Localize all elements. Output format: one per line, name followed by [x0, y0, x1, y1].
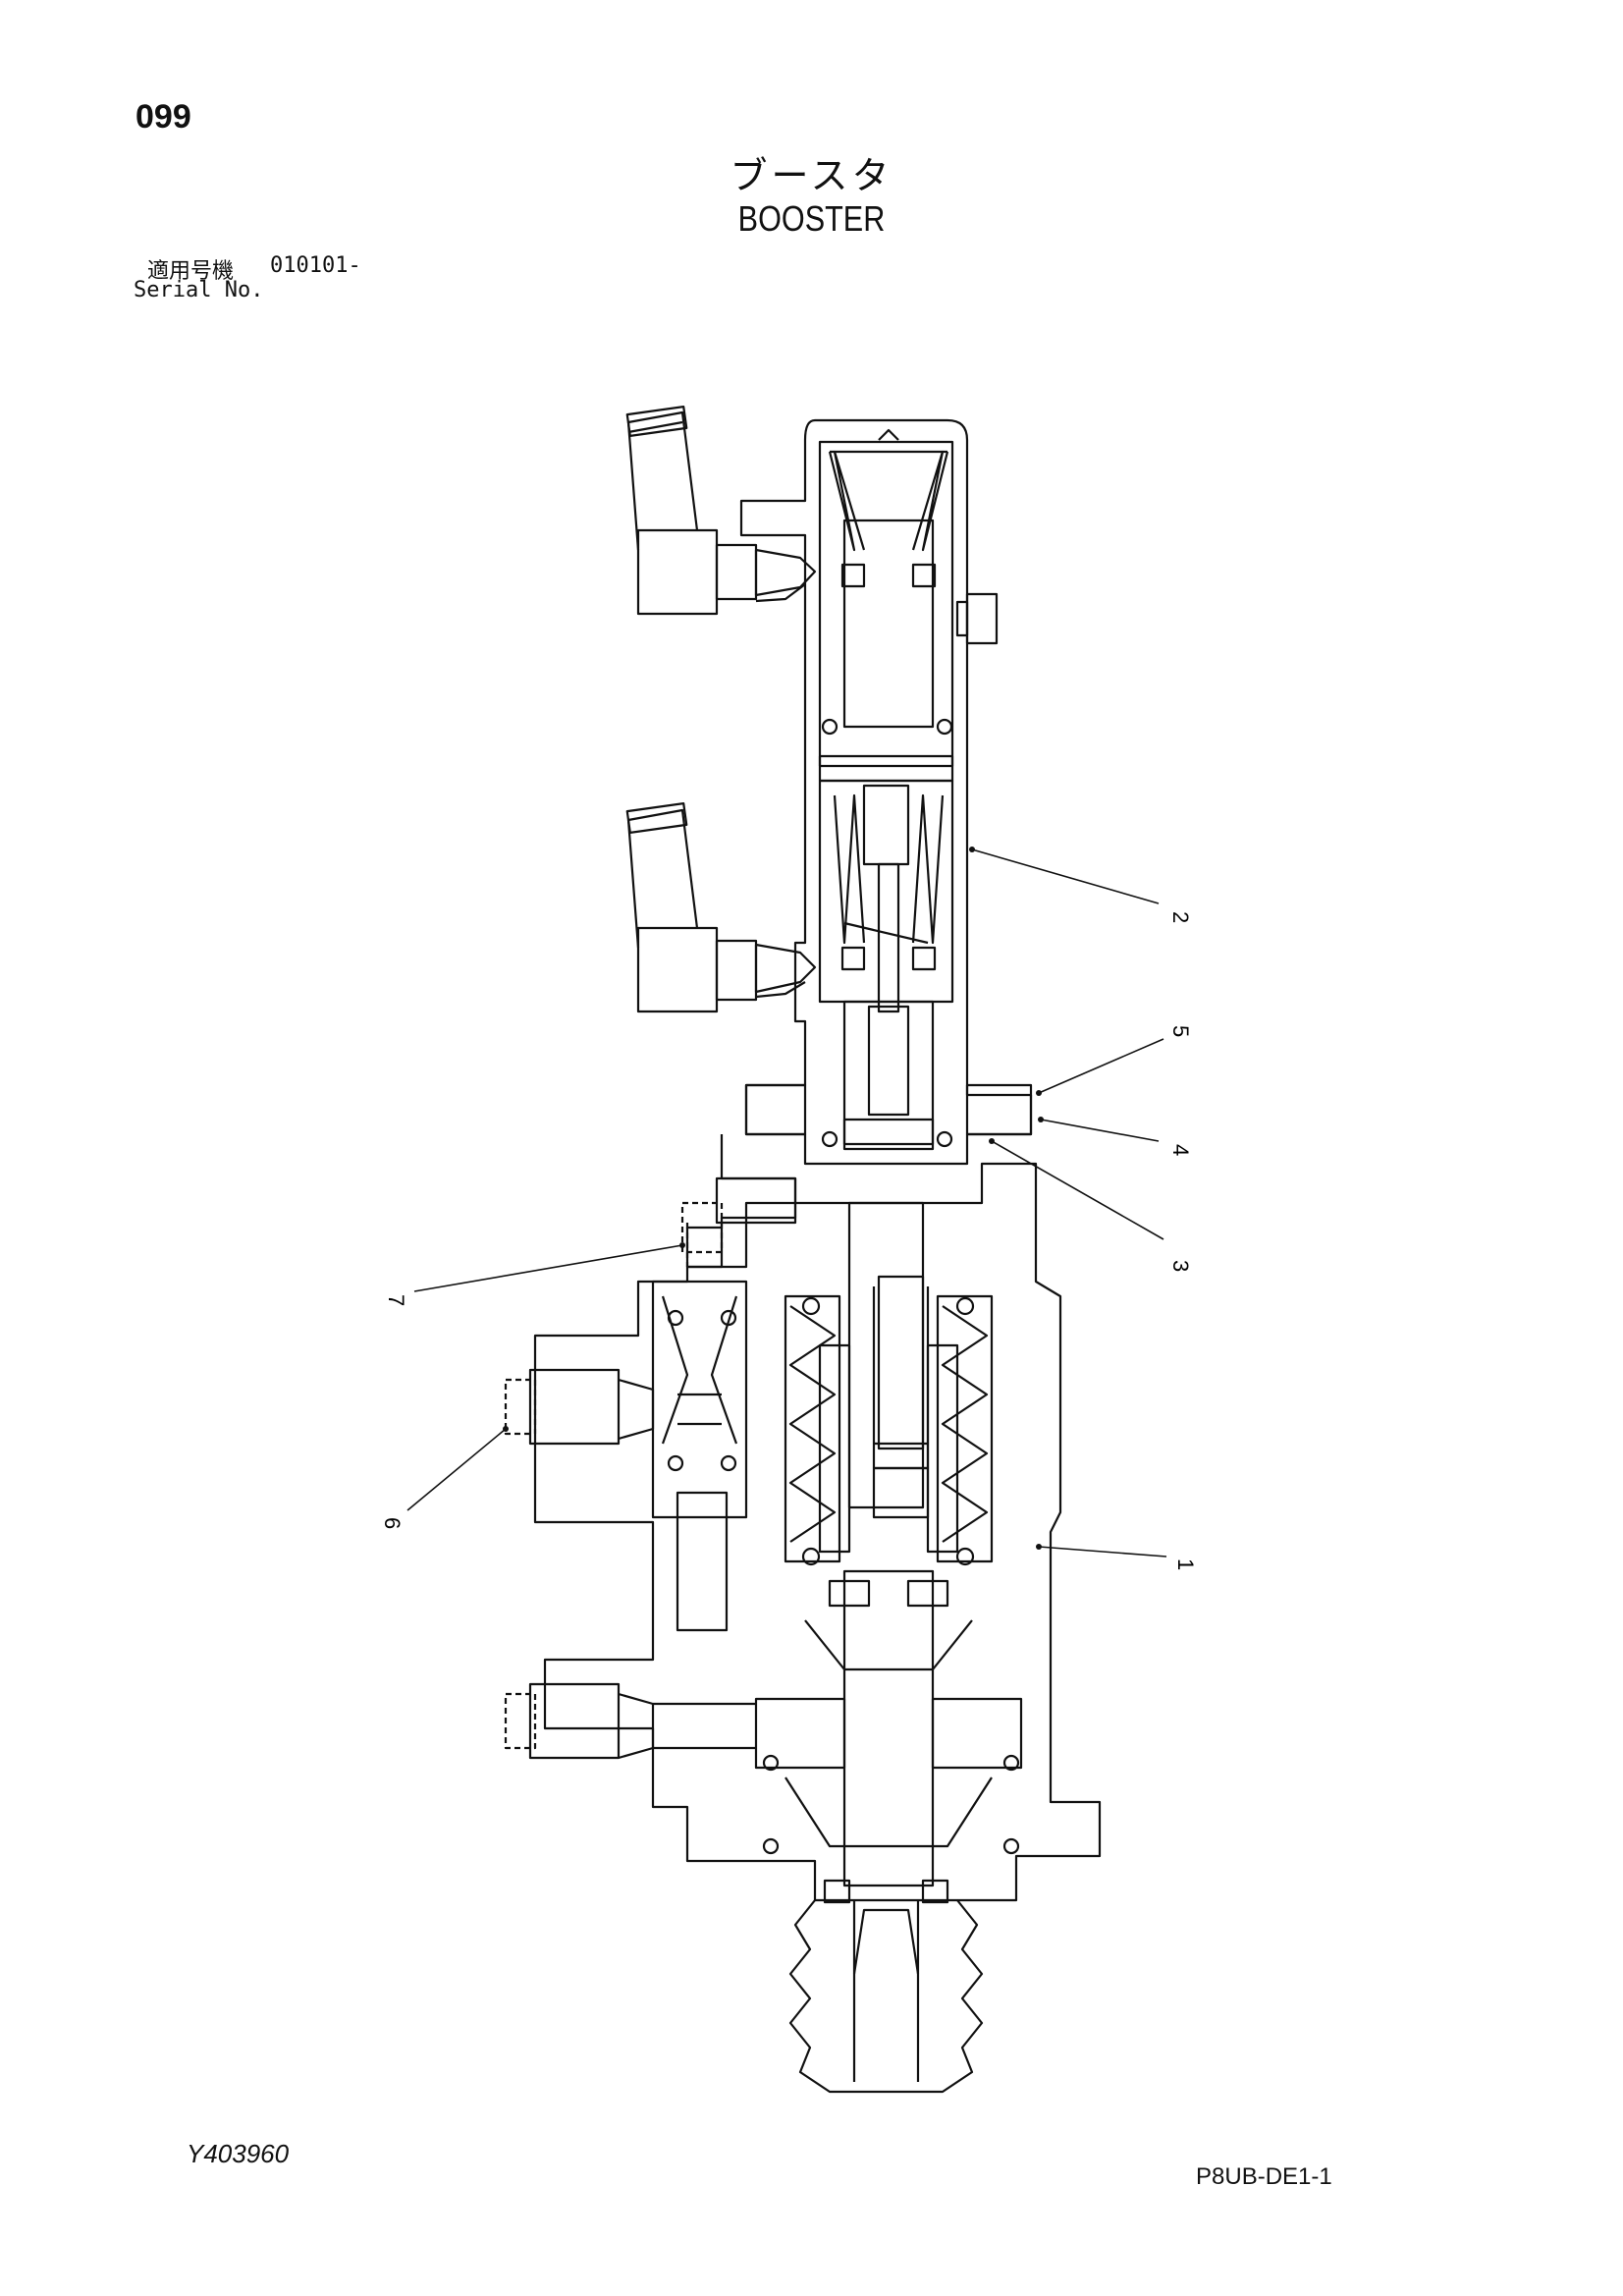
middle-spring	[833, 793, 945, 945]
leader-line-6	[406, 1428, 507, 1511]
flange-bolt-right	[965, 1083, 1033, 1136]
upper-housing-outline	[739, 418, 1033, 1166]
lower-valve-seat	[804, 1619, 973, 1671]
callout-3: 3	[1168, 1260, 1193, 1272]
serial-label-english: Serial No.	[134, 278, 264, 302]
title-english: BOOSTER	[737, 198, 886, 239]
port-fitting-6	[528, 1368, 621, 1446]
leader-line-3	[991, 1140, 1164, 1240]
plunger	[842, 1569, 935, 1887]
lower-port-nut	[636, 926, 719, 1013]
lower-housing-outline	[533, 1162, 1102, 1902]
left-valve-cage	[651, 1280, 748, 1519]
leader-line-7	[413, 1244, 683, 1292]
upper-port-nut	[636, 528, 719, 616]
serial-range: 010101-	[270, 253, 361, 278]
lower-left-port-fitting	[528, 1682, 621, 1760]
flange-bolt-left	[744, 1083, 807, 1136]
leader-line-2	[971, 848, 1160, 904]
serial-label-japanese: 適用号機	[147, 259, 235, 284]
middle-piston	[842, 1000, 935, 1151]
upper-piston	[842, 519, 935, 729]
callout-6: 6	[380, 1517, 405, 1529]
dust-boot-bellows	[788, 1899, 984, 2094]
drawing-number: Y403960	[187, 2139, 290, 2168]
upper-spring	[828, 450, 949, 552]
push-rod	[847, 1201, 925, 1509]
page-number: 099	[135, 98, 191, 136]
callout-1: 1	[1173, 1558, 1198, 1570]
leader-line-1	[1038, 1546, 1167, 1558]
callout-4: 4	[1168, 1144, 1193, 1156]
upper-port-elbow	[626, 410, 699, 551]
plug-body	[685, 1134, 797, 1269]
left-spring-chamber	[784, 1294, 841, 1563]
callout-5: 5	[1168, 1025, 1193, 1037]
leader-line-5	[1038, 1038, 1164, 1094]
cap-bolt	[965, 592, 999, 645]
callout-7: 7	[384, 1294, 408, 1306]
title-japanese: ブースタ	[730, 154, 893, 197]
upper-bore	[818, 440, 954, 768]
sheet-code: P8UB-DE1-1	[1196, 2163, 1332, 2190]
callout-2: 2	[1168, 911, 1193, 923]
right-spring-chamber	[936, 1294, 994, 1563]
leader-line-4	[1040, 1119, 1160, 1142]
lower-port-elbow	[626, 808, 699, 949]
